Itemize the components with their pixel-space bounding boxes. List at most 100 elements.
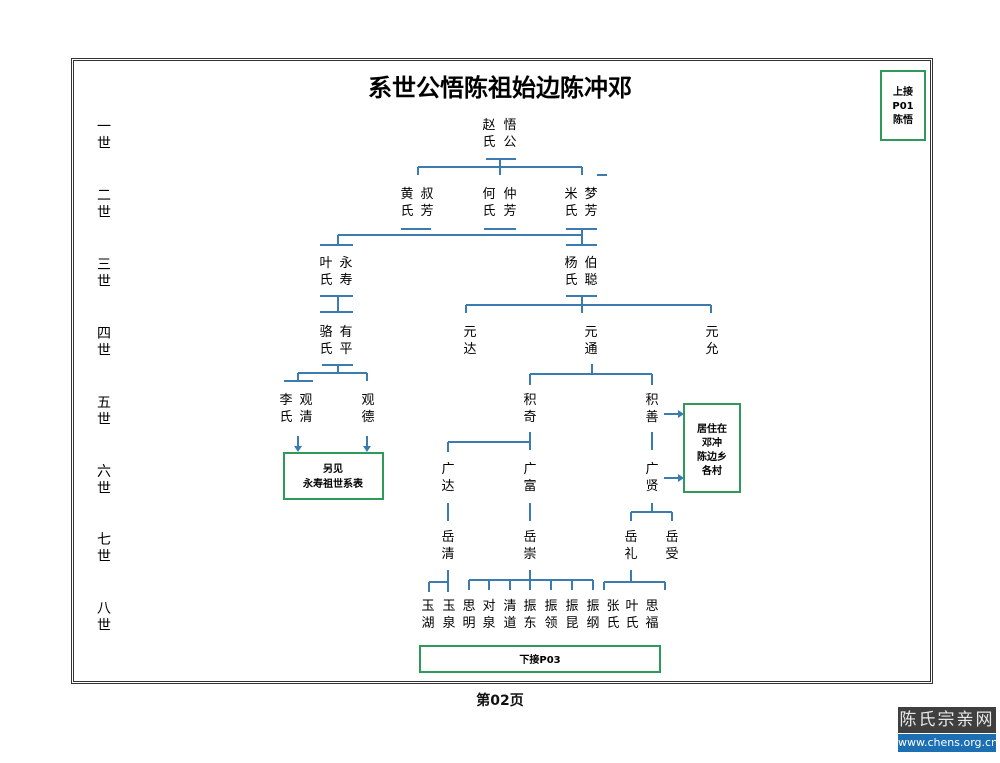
residence-line3: 陈边乡: [697, 450, 727, 463]
person-youping-spouse: 氏: [319, 342, 332, 357]
next-page-label: 下接P03: [519, 653, 560, 666]
prev-page-box[interactable]: [880, 70, 926, 141]
person-yuantong-name: 元: [584, 325, 597, 340]
generation-label-num: 三: [97, 257, 111, 273]
person-guanqing-spouse: 氏: [279, 410, 292, 425]
generation-label-suffix: 世: [97, 274, 111, 290]
person-g8-9: 纲: [586, 616, 599, 631]
person-bocong-spouse: 氏: [564, 273, 577, 288]
person-g8-8: 振: [565, 599, 578, 614]
person-mengfang-spouse: 米: [564, 187, 577, 202]
person-g8-3: 明: [462, 616, 475, 631]
person-yueqing-name: 清: [441, 547, 454, 562]
person-youping-spouse: 骆: [319, 324, 332, 340]
person-wu-spouse: 赵: [482, 118, 495, 133]
person-youping-name: 有: [339, 325, 352, 340]
person-g8-6: 东: [523, 616, 536, 631]
prev-page-number: P01: [892, 101, 913, 112]
prev-page-label: 上接: [893, 85, 913, 98]
person-g8-5: 道: [503, 616, 516, 631]
person-g8-11: 氏: [625, 616, 638, 631]
next-page-box[interactable]: [419, 645, 661, 673]
person-zhongfang-spouse: 何: [482, 186, 495, 202]
person-g8-7: 领: [544, 616, 557, 631]
see-also-line1: 另见: [323, 463, 343, 475]
watermark-title: 陈氏宗亲网: [898, 707, 996, 733]
see-also-box[interactable]: [283, 452, 384, 500]
generation-label-suffix: 世: [97, 343, 111, 359]
person-g8-10: 氏: [606, 616, 619, 631]
person-g8-7: 振: [544, 599, 557, 614]
person-bocong-name: 聪: [584, 273, 597, 288]
page-frame: [71, 58, 933, 684]
person-youping-name: 平: [339, 342, 352, 357]
site-watermark: 陈氏宗亲网 www.chens.org.cn: [898, 707, 998, 759]
person-g8-10: 张: [606, 599, 619, 614]
person-guande-name: 观: [361, 393, 374, 408]
generation-label-suffix: 世: [97, 618, 111, 634]
person-shufang-spouse: 黄: [400, 187, 413, 202]
person-guanqing-name: 清: [299, 410, 312, 425]
person-mengfang-spouse: 氏: [564, 204, 577, 219]
generation-label-num: 八: [97, 601, 111, 617]
person-g8-3: 思: [462, 599, 475, 614]
person-g8-11: 叶: [625, 599, 638, 614]
person-jiqi-name: 积: [523, 393, 536, 408]
person-yueli-name: 礼: [624, 546, 637, 562]
residence-box: [683, 403, 741, 493]
person-yueqing-name: 岳: [441, 530, 454, 545]
person-g8-12: 福: [645, 616, 658, 631]
prev-page-person: 陈悟: [893, 113, 913, 126]
person-guangfu-name: 富: [523, 478, 536, 494]
person-yongshou-spouse: 氏: [319, 273, 332, 288]
person-jishan-name: 善: [645, 409, 658, 425]
person-mengfang-name: 芳: [584, 204, 597, 219]
arrow-heads: [294, 410, 684, 482]
person-yongshou-name: 永: [339, 256, 352, 271]
generation-label-num: 二: [97, 188, 111, 204]
generation-label-suffix: 世: [97, 481, 111, 497]
watermark-url: www.chens.org.cn: [898, 734, 998, 752]
generation-label-num: 六: [97, 464, 111, 480]
person-shufang-spouse: 氏: [400, 204, 413, 219]
person-zhongfang-name: 仲: [503, 187, 516, 202]
person-yuanda-name: 达: [463, 342, 476, 357]
person-guangda-name: 广: [441, 462, 454, 477]
person-guangda-name: 达: [441, 479, 454, 494]
person-g8-9: 振: [586, 599, 599, 614]
generation-label-num: 七: [97, 532, 111, 548]
person-wu-spouse: 氏: [482, 135, 495, 150]
generation-label-num: 一: [97, 119, 111, 135]
page-title: 系世公悟陈祖始边陈冲邓: [368, 73, 632, 102]
person-yueli-name: 岳: [624, 530, 637, 545]
person-g8-5: 清: [503, 599, 516, 614]
person-g8-2: 泉: [442, 615, 455, 631]
person-wu-name: 悟: [503, 118, 516, 133]
person-yuantong-name: 通: [584, 342, 597, 357]
residence-line4: 各村: [701, 464, 722, 477]
person-yongshou-spouse: 叶: [319, 256, 332, 271]
person-yuechong-name: 岳: [523, 530, 536, 545]
person-guangxian-name: 贤: [645, 479, 658, 494]
person-guanqing-name: 观: [299, 393, 312, 408]
residence-line1: 居住在: [697, 422, 727, 435]
person-guanqing-spouse: 李: [279, 393, 292, 408]
person-zhongfang-name: 芳: [503, 204, 516, 219]
person-g8-6: 振: [523, 599, 536, 614]
generation-label-suffix: 世: [97, 412, 111, 428]
generation-label-num: 五: [97, 395, 111, 411]
person-g8-1: 玉: [421, 599, 434, 614]
person-zhongfang-spouse: 氏: [482, 204, 495, 219]
person-g8-12: 思: [645, 599, 658, 614]
person-wu-name: 公: [503, 135, 516, 150]
person-yongshou-name: 寿: [339, 273, 352, 288]
person-jishan-name: 积: [645, 393, 658, 408]
residence-line2: 邓冲: [701, 436, 722, 449]
generation-label-suffix: 世: [97, 205, 111, 221]
generation-label-num: 四: [97, 326, 111, 342]
person-bocong-name: 伯: [584, 256, 597, 271]
person-guangxian-name: 广: [645, 462, 658, 477]
person-shufang-name: 芳: [420, 204, 433, 219]
